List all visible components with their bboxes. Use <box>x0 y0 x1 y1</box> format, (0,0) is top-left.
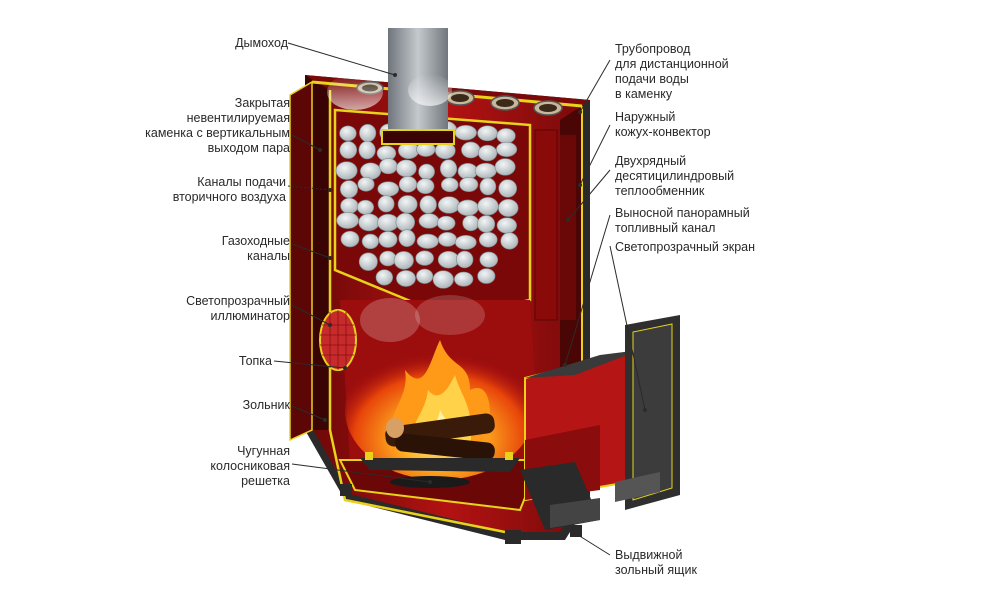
stone <box>496 217 517 234</box>
label-ash-pit: Зольник <box>242 398 290 412</box>
stone <box>416 233 439 249</box>
stone <box>377 195 395 213</box>
stone <box>479 177 497 196</box>
heater-stones <box>335 121 519 289</box>
stone <box>418 213 440 229</box>
stone <box>436 215 456 231</box>
outer-casing-left <box>289 80 313 442</box>
illuminator-grid <box>320 310 356 370</box>
stone <box>415 250 434 266</box>
stone <box>477 125 498 142</box>
stone <box>477 268 496 284</box>
stone <box>455 250 474 269</box>
stone <box>459 177 479 193</box>
stone <box>360 162 382 180</box>
label-chimney: Дымоход <box>235 36 288 50</box>
stone <box>500 232 519 250</box>
label-heat-exchanger: Двухрядный десятицилиндровый теплообменн… <box>615 154 735 198</box>
stone <box>454 271 474 287</box>
stone <box>418 163 435 180</box>
stone <box>419 195 437 214</box>
label-gas-channels: Газоходные каналы <box>221 234 290 263</box>
stone <box>498 179 518 198</box>
stone <box>439 159 458 178</box>
stone <box>379 158 398 175</box>
stone <box>339 125 357 142</box>
label-illuminator: Светопрозрачный иллюминатор <box>186 294 290 323</box>
stone <box>393 251 414 270</box>
stone <box>416 268 434 284</box>
stone <box>358 213 380 232</box>
stove-legs <box>340 484 582 544</box>
stone <box>379 250 397 267</box>
stone <box>377 213 399 232</box>
stone <box>456 199 479 216</box>
stone <box>339 141 358 159</box>
label-firebox: Топка <box>238 354 272 368</box>
stone <box>437 231 457 247</box>
stone <box>378 231 398 248</box>
label-closed-heater: Закрытая невентилируемая каменка с верти… <box>145 96 290 155</box>
stone <box>454 124 477 141</box>
ash-drawer <box>520 462 600 530</box>
stone <box>340 197 359 214</box>
stone <box>477 197 499 216</box>
leader-lines <box>273 42 647 556</box>
stone <box>340 230 360 248</box>
stone <box>477 144 498 162</box>
stone <box>395 159 417 178</box>
stone <box>477 215 496 233</box>
stone <box>398 229 416 247</box>
stone <box>416 178 435 195</box>
label-outer-casing: Наружный кожух-конвектор <box>615 110 711 139</box>
stone <box>457 162 478 180</box>
stone <box>357 176 375 192</box>
label-cast-iron-grate: Чугунная колосниковая решетка <box>210 444 290 488</box>
stone <box>432 270 454 289</box>
stone <box>494 158 516 176</box>
stone <box>358 140 376 160</box>
stone <box>359 123 377 143</box>
stone <box>375 269 394 286</box>
stone <box>440 177 459 193</box>
stone <box>377 181 400 197</box>
stone <box>498 198 519 217</box>
stone <box>461 141 481 159</box>
label-fuel-channel: Выносной панорамный топливный канал <box>615 206 750 235</box>
stone <box>496 128 516 144</box>
stone <box>479 251 499 268</box>
stone <box>358 252 378 271</box>
stone <box>478 231 498 248</box>
stone <box>356 199 375 215</box>
label-ash-drawer: Выдвижной зольный ящик <box>615 548 697 577</box>
glass-door <box>615 315 680 510</box>
stone <box>437 250 460 269</box>
stone <box>361 233 379 250</box>
stone <box>462 215 480 232</box>
heat-exchanger <box>534 129 576 321</box>
label-water-pipe: Трубопровод для дистанционной подачи вод… <box>615 42 729 101</box>
stone <box>396 270 416 287</box>
label-glass-screen: Светопрозрачный экран <box>615 240 756 254</box>
firewood-logs <box>385 413 495 461</box>
label-secondary-air-channels: Каналы подачи вторичного воздуха <box>172 175 286 204</box>
stone <box>437 196 460 214</box>
stone <box>336 212 359 229</box>
stone <box>474 162 497 179</box>
stone <box>397 195 418 214</box>
steam <box>327 74 485 342</box>
stone <box>398 176 418 193</box>
stone <box>454 235 477 250</box>
stone <box>335 161 358 180</box>
stone <box>339 180 358 199</box>
stone <box>395 212 416 232</box>
stone <box>496 141 518 157</box>
